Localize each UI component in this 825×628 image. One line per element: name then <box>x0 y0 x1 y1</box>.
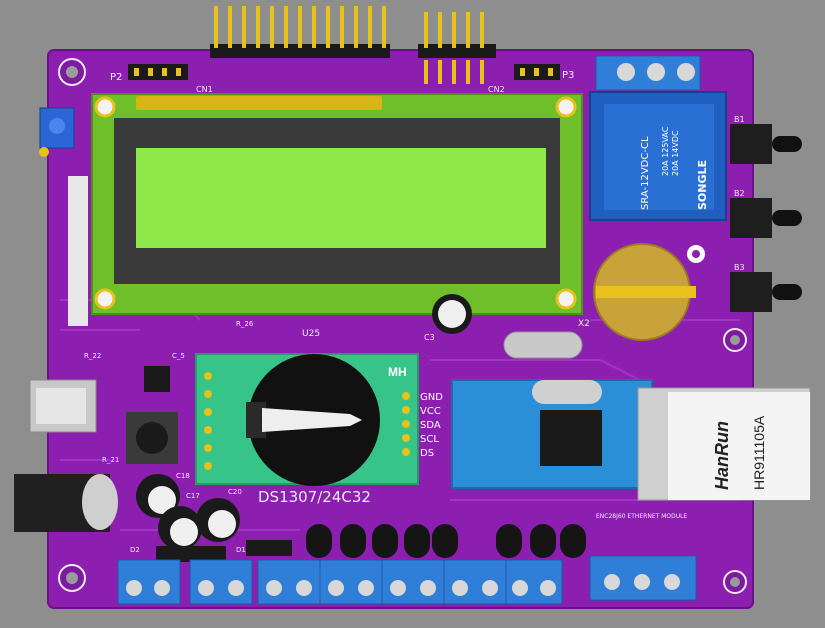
relay-brand: SONGLE <box>696 160 709 210</box>
ethernet-module-label: ENC28J60 ETHERNET MODULE <box>596 513 687 520</box>
ref-p2: P2 <box>110 72 122 83</box>
rtc-pin-ds: DS <box>420 448 434 459</box>
bottom-terminal-blocks <box>117 555 697 605</box>
ref-p3: P3 <box>562 70 574 81</box>
header-cn2 <box>418 12 496 84</box>
ref-r26: R_26 <box>236 320 254 328</box>
lcd-display <box>91 93 583 315</box>
ref-c5: C_5 <box>172 352 185 360</box>
header-p3 <box>514 64 560 80</box>
ref-x2: X2 <box>578 319 590 329</box>
rtc-pin-scl: SCL <box>420 434 439 445</box>
lcd-screen <box>136 148 546 248</box>
ethernet-module <box>451 379 653 489</box>
rtc-pin-vcc: VCC <box>420 406 441 417</box>
ref-b1: B1 <box>734 115 745 124</box>
gear-icon <box>687 245 705 263</box>
rtc-pin-sda: SDA <box>420 420 441 431</box>
trimmer-potentiometer <box>39 107 75 157</box>
ref-c20: C20 <box>228 488 242 496</box>
left-connectors <box>14 176 118 532</box>
transistors <box>306 524 586 558</box>
header-p2 <box>128 64 188 80</box>
rtc-module-label: DS1307/24C32 <box>258 488 371 506</box>
magjack-brand: HanRun <box>712 421 732 490</box>
relay-markings: SONGLE 20A 14VDC 20A 125VAC SRA-12VDC-CL <box>640 126 709 210</box>
ref-d2: D2 <box>130 546 140 554</box>
ref-u25: U25 <box>302 329 320 339</box>
ref-b2: B2 <box>734 189 745 198</box>
ethernet-jack <box>637 387 811 501</box>
magjack-model: HR911105A <box>751 415 767 490</box>
ref-cn1: CN1 <box>196 85 213 94</box>
coin-cell <box>593 243 696 341</box>
side-buttons <box>730 124 802 312</box>
rtc-module-mark: MH <box>388 365 407 379</box>
crystal <box>503 331 583 359</box>
relay <box>589 91 727 221</box>
relay-rating-1: 20A 14VDC <box>671 130 680 176</box>
ref-c3: C3 <box>424 333 435 342</box>
tactile-switch <box>126 412 178 464</box>
ref-d1: D1 <box>236 546 246 554</box>
ref-b3: B3 <box>734 263 745 272</box>
ref-c18: C18 <box>176 472 190 480</box>
mounting-holes <box>58 58 747 594</box>
relay-terminal-block <box>595 55 701 91</box>
relay-model: SRA-12VDC-CL <box>640 136 651 210</box>
small-ic <box>144 366 170 392</box>
rtc-pin-labels: GND VCC SDA SCL DS <box>420 392 443 459</box>
relay-rating-2: 20A 125VAC <box>661 126 670 176</box>
ref-cn2: CN2 <box>488 85 505 94</box>
rtc-module <box>195 353 419 486</box>
header-cn1 <box>210 6 390 58</box>
ref-r21: R_21 <box>102 456 119 464</box>
bottom-headers <box>156 540 292 562</box>
ref-r22: R_22 <box>84 352 101 360</box>
capacitors <box>136 294 472 550</box>
ref-c17: C17 <box>186 492 200 500</box>
magjack-markings: HanRun HR911105A <box>712 415 767 490</box>
rtc-pin-gnd: GND <box>420 392 443 403</box>
